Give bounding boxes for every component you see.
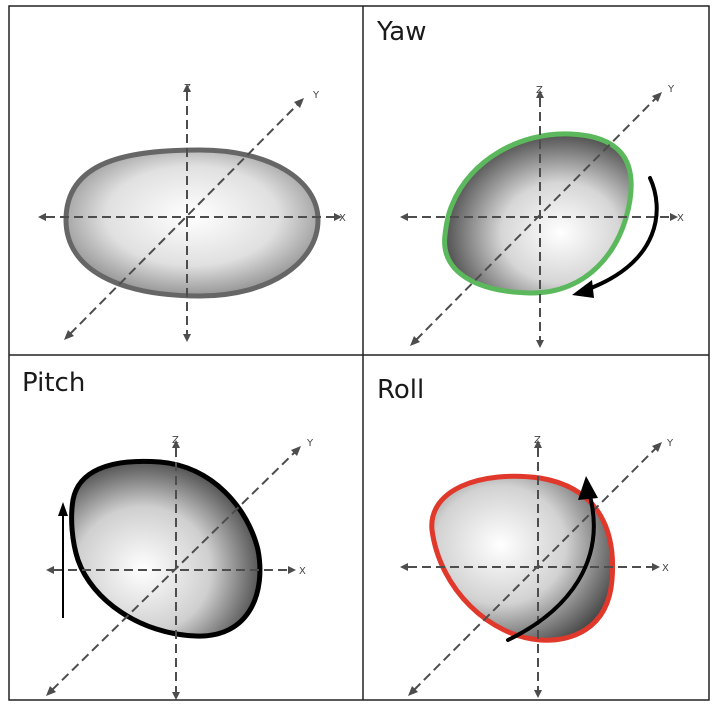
y-axis-label: Y <box>667 84 675 95</box>
z-axis-label: Z <box>534 435 541 446</box>
y-axis-label: Y <box>666 438 674 449</box>
y-axis-arrow-up-icon <box>652 92 662 102</box>
z-axis-label: Z <box>536 85 543 96</box>
x-axis-arrow-right-icon <box>652 563 660 571</box>
panel-pitch: Pitch X Z Y <box>22 368 314 700</box>
z-axis-arrow-down-icon <box>536 340 544 348</box>
y-axis-label: Y <box>306 438 314 449</box>
y-axis-arrow-up-icon <box>294 98 304 108</box>
x-axis-arrow-right-icon <box>670 213 678 221</box>
pitch-rotation-arrowhead-icon <box>58 502 68 516</box>
x-axis-arrow-left-icon <box>400 563 408 571</box>
yaw-ellipsoid <box>442 131 634 296</box>
panel-title-roll: Roll <box>377 375 424 405</box>
z-axis-arrow-up-icon <box>534 440 542 448</box>
x-axis-label: X <box>677 213 684 224</box>
panel-title-pitch: Pitch <box>22 368 85 398</box>
x-axis-label: X <box>299 566 306 577</box>
z-axis-arrow-up-icon <box>536 90 544 98</box>
x-axis-arrow-left-icon <box>46 566 54 574</box>
roll-ellipsoid <box>429 473 616 643</box>
x-axis-arrow-left-icon <box>38 213 46 221</box>
pitch-ellipsoid <box>69 458 263 639</box>
z-axis-arrow-up-icon <box>183 84 191 92</box>
y-axis-arrow-down-icon <box>408 686 418 696</box>
z-axis-label: Z <box>172 435 179 446</box>
x-axis-arrow-right-icon <box>334 213 342 221</box>
panel-yaw: Yaw X Z Y <box>376 17 684 348</box>
x-axis-arrow-left-icon <box>400 213 408 221</box>
roll-rotation-arrow <box>506 494 596 642</box>
x-axis-label: X <box>339 213 346 224</box>
y-axis-arrow-down-icon <box>64 330 74 340</box>
z-axis-label: Z <box>184 83 191 94</box>
y-axis <box>415 97 657 341</box>
y-axis-arrow-down-icon <box>410 336 420 346</box>
y-axis-label: Y <box>312 90 320 101</box>
z-axis-arrow-down-icon <box>172 692 180 700</box>
panel-roll: Roll X Z Y <box>377 375 674 698</box>
roll-rotation-arrowhead-icon <box>578 476 598 500</box>
y-axis <box>69 103 299 335</box>
panel-title-yaw: Yaw <box>376 17 427 47</box>
y-axis-arrow-up-icon <box>291 446 301 456</box>
x-axis-arrow-right-icon <box>288 566 296 574</box>
y-axis-arrow-up-icon <box>652 442 662 452</box>
panel-neutral: X Z Y <box>38 83 346 342</box>
y-axis <box>413 447 657 691</box>
x-axis-label: X <box>662 563 669 574</box>
neutral-ellipsoid <box>63 147 321 299</box>
yaw-rotation-arrowhead-icon <box>572 280 594 298</box>
yaw-rotation-arrow <box>584 176 659 292</box>
z-axis-arrow-up-icon <box>172 440 180 448</box>
y-axis <box>51 451 296 691</box>
y-axis-arrow-down-icon <box>46 686 56 696</box>
z-axis-arrow-down-icon <box>183 334 191 342</box>
figure-border <box>8 5 710 701</box>
z-axis-arrow-down-icon <box>534 690 542 698</box>
